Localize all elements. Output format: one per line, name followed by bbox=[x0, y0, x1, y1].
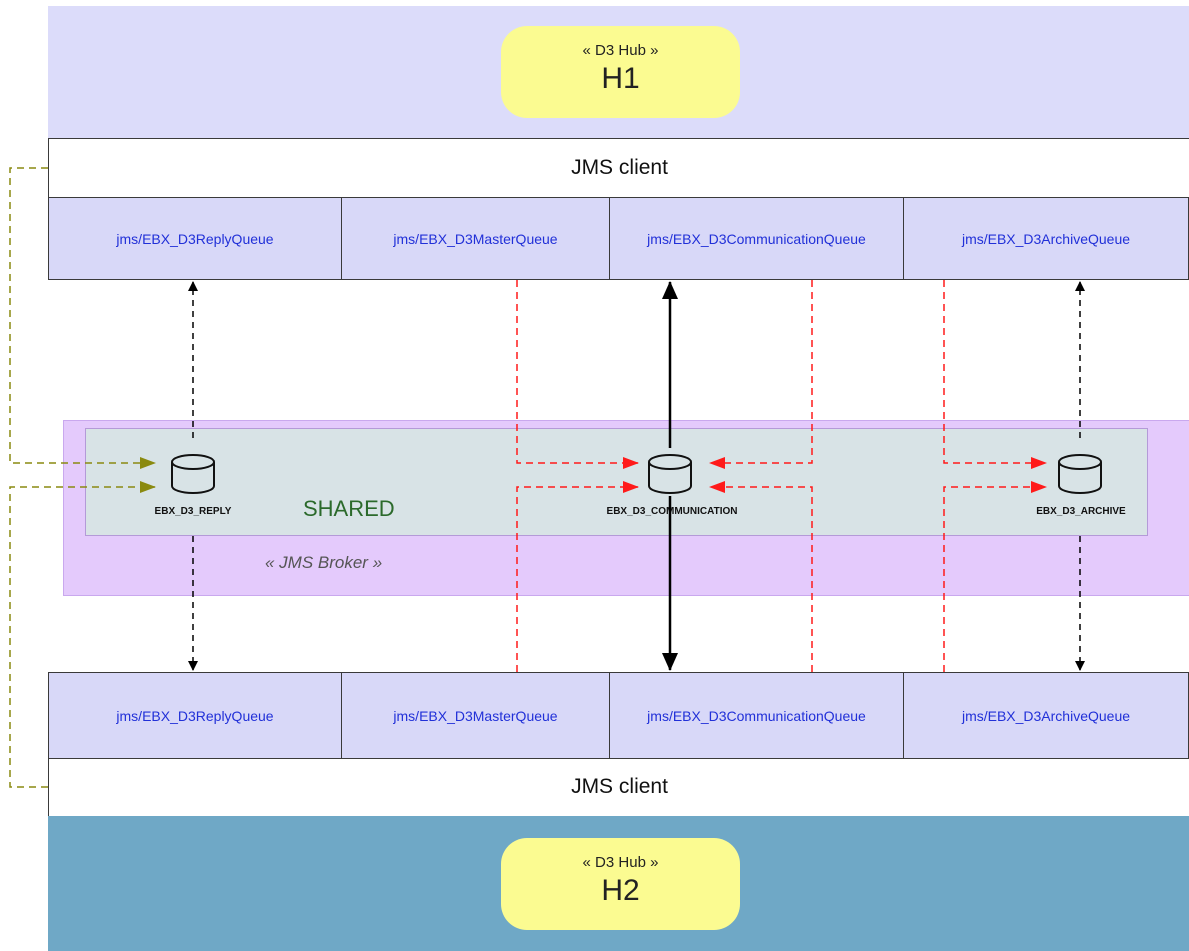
database-communication-icon bbox=[648, 454, 692, 494]
archive-top-to-archive bbox=[943, 280, 1047, 469]
queue-master-bottom: jms/EBX_D3MasterQueue bbox=[341, 673, 609, 758]
jms-client-bottom: JMS client bbox=[48, 758, 1189, 818]
shared-area bbox=[85, 428, 1148, 536]
queue-reply-top: jms/EBX_D3ReplyQueue bbox=[49, 198, 341, 279]
queue-archive-top: jms/EBX_D3ArchiveQueue bbox=[903, 198, 1188, 279]
archive-bottom-to-archive bbox=[943, 481, 1047, 672]
hub-h2-name: H2 bbox=[601, 874, 640, 907]
queue-reply-bottom: jms/EBX_D3ReplyQueue bbox=[49, 673, 341, 758]
client-bottom-to-reply bbox=[9, 481, 156, 788]
queue-row-bottom: jms/EBX_D3ReplyQueue jms/EBX_D3MasterQue… bbox=[48, 672, 1189, 759]
queue-communication-bottom: jms/EBX_D3CommunicationQueue bbox=[609, 673, 903, 758]
database-reply-icon bbox=[171, 454, 215, 494]
jms-client-top: JMS client bbox=[48, 138, 1189, 200]
communication-bottom-to-communication bbox=[709, 481, 813, 672]
hub-h1-stereotype: « D3 Hub » bbox=[582, 42, 659, 59]
hub-h2-badge: « D3 Hub » H2 bbox=[501, 838, 740, 930]
communication-top-to-communication bbox=[709, 280, 813, 469]
client-top-to-reply bbox=[9, 167, 156, 469]
hub-h1-name: H1 bbox=[601, 62, 640, 95]
db-label-communication: EBX_D3_COMMUNICATION bbox=[606, 506, 738, 517]
hub-h1-badge: « D3 Hub » H1 bbox=[501, 26, 740, 118]
master-top-to-communication bbox=[516, 280, 639, 469]
db-label-reply: EBX_D3_REPLY bbox=[154, 506, 232, 517]
shared-label: SHARED bbox=[303, 496, 395, 521]
queue-row-top: jms/EBX_D3ReplyQueue jms/EBX_D3MasterQue… bbox=[48, 197, 1189, 280]
broker-stereotype: « JMS Broker » bbox=[265, 553, 383, 572]
queue-master-top: jms/EBX_D3MasterQueue bbox=[341, 198, 609, 279]
master-bottom-to-communication bbox=[516, 481, 639, 672]
database-archive-icon bbox=[1058, 454, 1102, 494]
queue-communication-top: jms/EBX_D3CommunicationQueue bbox=[609, 198, 903, 279]
db-label-archive: EBX_D3_ARCHIVE bbox=[1036, 506, 1126, 517]
queue-archive-bottom: jms/EBX_D3ArchiveQueue bbox=[903, 673, 1188, 758]
hub-h2-stereotype: « D3 Hub » bbox=[582, 854, 659, 871]
